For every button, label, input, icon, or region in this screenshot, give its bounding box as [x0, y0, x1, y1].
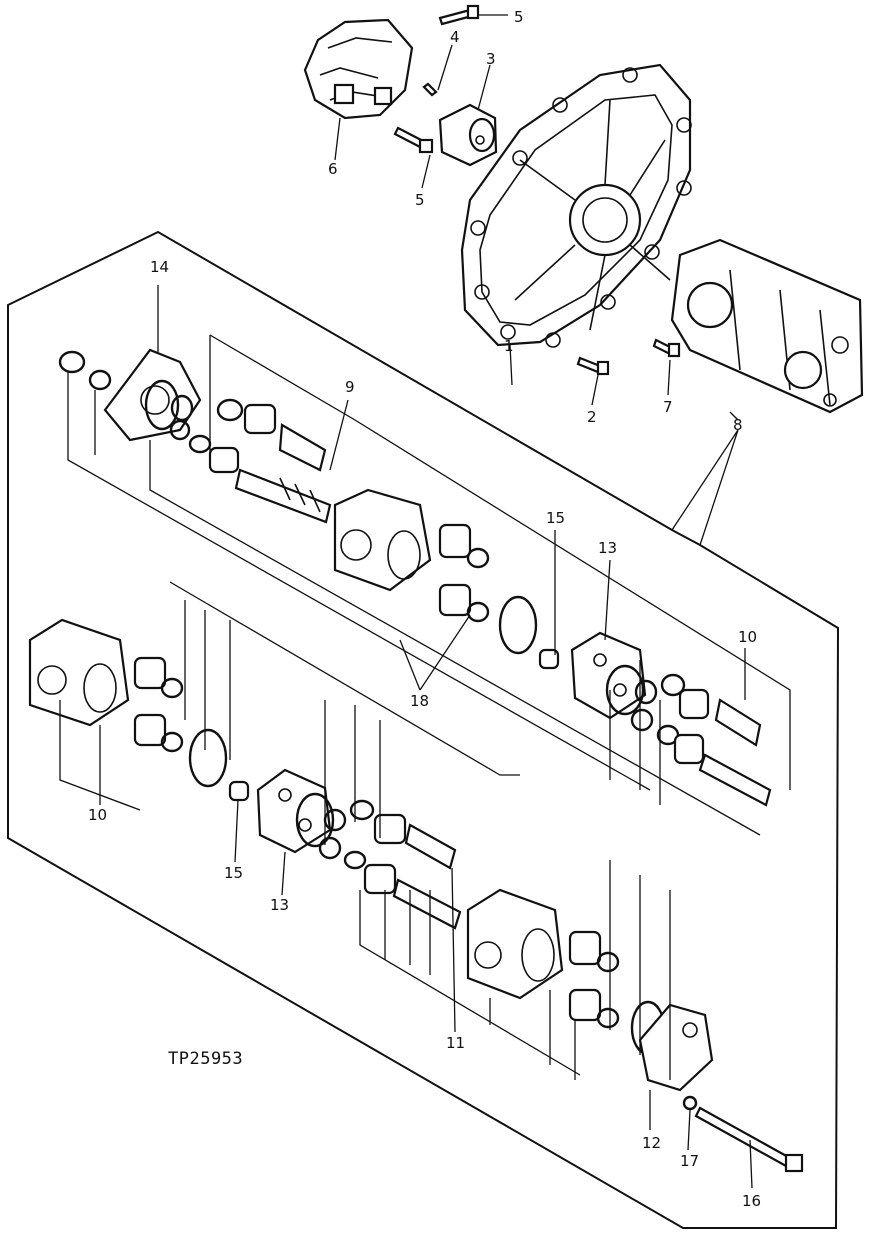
pump-assembly-part — [670, 238, 864, 414]
gasket-part — [498, 595, 538, 655]
o-ring-upper-b — [630, 708, 654, 732]
callout-3: 3 — [486, 50, 496, 68]
gear-bushings-part — [208, 398, 332, 524]
o-ring-part-3 — [188, 434, 212, 454]
bolt-head-part — [596, 360, 610, 376]
callout-6: 6 — [328, 160, 338, 178]
gear-set-right-part — [660, 673, 772, 807]
flywheel-housing-part — [460, 63, 692, 348]
gear-set-lower-part — [343, 799, 462, 930]
bushings-lower-part — [568, 930, 620, 1029]
bolt-part — [576, 356, 602, 374]
leader-lines — [59, 14, 791, 1189]
mounting-flange-part — [103, 348, 202, 442]
bushings-right-part — [438, 523, 490, 623]
callout-17: 17 — [680, 1152, 699, 1170]
seal-ring-part — [58, 350, 86, 374]
screw-upper-part — [438, 4, 480, 26]
o-ring-upper-a — [634, 679, 658, 705]
callout-5-lower: 5 — [415, 191, 425, 209]
callout-5-upper: 5 — [514, 8, 524, 26]
callout-15-lower: 15 — [224, 864, 243, 882]
small-ring-part — [88, 369, 112, 391]
callout-13-lower: 13 — [270, 896, 289, 914]
exploded-view-boundary — [7, 230, 840, 1229]
key-part — [422, 82, 438, 97]
callout-13-upper: 13 — [598, 539, 617, 557]
gasket-middle-part — [188, 728, 228, 788]
callout-12: 12 — [642, 1134, 661, 1152]
o-ring-mid-b — [318, 836, 342, 860]
callout-14: 14 — [150, 258, 169, 276]
callout-10-right: 10 — [738, 628, 757, 646]
washer-part — [682, 1095, 698, 1111]
gear-housing-upper-part — [333, 488, 432, 592]
bushing-15-upper-part — [538, 648, 560, 670]
end-cover-part — [630, 1000, 714, 1092]
o-ring-part-2 — [169, 419, 191, 441]
callout-labels: 1 2 3 4 5 5 6 7 8 9 10 10 11 12 13 13 14… — [88, 8, 761, 1210]
callout-11: 11 — [446, 1034, 465, 1052]
callout-1: 1 — [504, 337, 514, 355]
wear-plate-upper-part — [570, 631, 647, 720]
coupling-part — [303, 18, 414, 120]
gear-housing-lower-part — [466, 888, 564, 1000]
callout-16: 16 — [742, 1192, 761, 1210]
callout-18: 18 — [410, 692, 429, 710]
callout-9: 9 — [345, 378, 355, 396]
callout-4: 4 — [450, 28, 460, 46]
gear-housing-middle-part — [28, 618, 130, 727]
screw-lower-part — [393, 126, 434, 154]
callout-2: 2 — [587, 408, 597, 426]
callout-7: 7 — [663, 398, 673, 416]
callout-15-upper: 15 — [546, 509, 565, 527]
hub-part — [438, 103, 498, 167]
leader-8 — [671, 429, 739, 546]
callout-8: 8 — [733, 416, 743, 434]
callout-10-left: 10 — [88, 806, 107, 824]
long-bolt-part — [694, 1106, 804, 1173]
bolt-7-head-part — [667, 342, 681, 358]
bushing-15-lower-part — [228, 780, 250, 802]
wear-plate-lower-part — [256, 768, 335, 854]
bushings-middle-part — [133, 656, 184, 753]
figure-id: TP25953 — [168, 1049, 243, 1069]
